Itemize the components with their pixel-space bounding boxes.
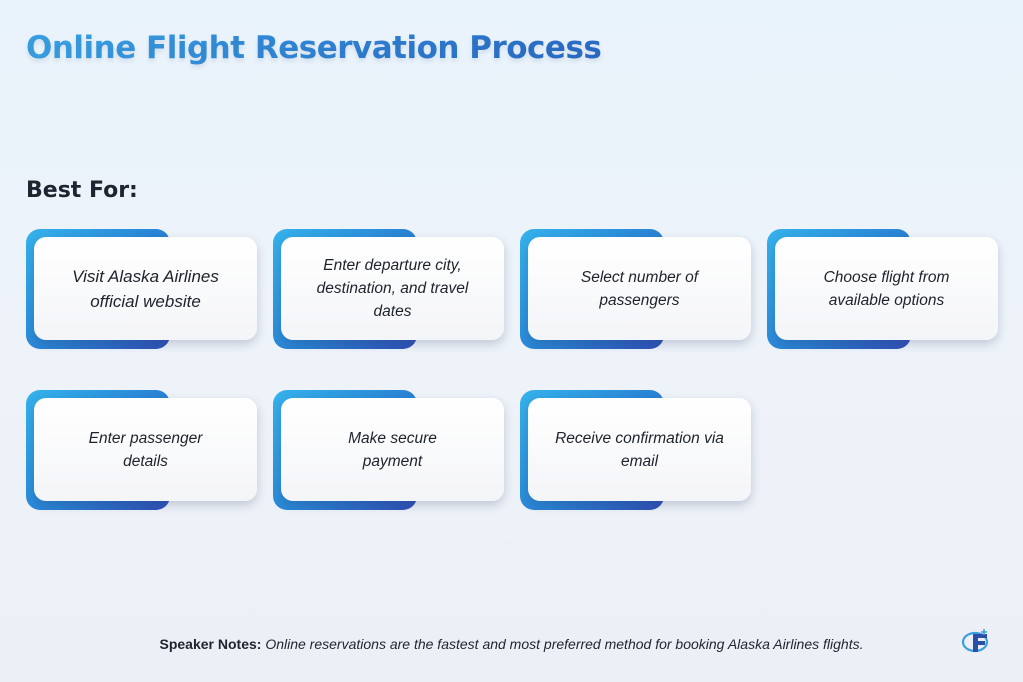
- card-face: Make secure payment: [281, 398, 504, 501]
- step-card: Receive confirmation via email: [520, 390, 751, 510]
- card-face: Visit Alaska Airlines official website: [34, 237, 257, 340]
- card-face: Receive confirmation via email: [528, 398, 751, 501]
- speaker-notes: Speaker Notes: Online reservations are t…: [0, 636, 1023, 652]
- step-text: Receive confirmation via email: [555, 429, 724, 470]
- card-face: Enter departure city, destination, and t…: [281, 237, 504, 340]
- step-text: Select number of passengers: [580, 268, 699, 309]
- section-heading: Best For:: [26, 178, 138, 203]
- card-face: Enter passenger details: [34, 398, 257, 501]
- step-card: Enter departure city, destination, and t…: [273, 229, 504, 349]
- step-card: Choose flight from available options: [767, 229, 998, 349]
- step-card: Enter passenger details: [26, 390, 257, 510]
- step-text: Enter passenger details: [88, 429, 203, 470]
- step-text: Choose flight from available options: [823, 268, 950, 309]
- card-face: Select number of passengers: [528, 237, 751, 340]
- step-card: Select number of passengers: [520, 229, 751, 349]
- step-text: Make secure payment: [348, 429, 437, 470]
- speaker-notes-text: Online reservations are the fastest and …: [265, 636, 864, 652]
- step-text: Enter departure city, destination, and t…: [316, 257, 469, 320]
- page-title: Online Flight Reservation Process: [26, 30, 602, 66]
- step-card: Make secure payment: [273, 390, 504, 510]
- step-text: Visit Alaska Airlines official website: [72, 266, 219, 311]
- speaker-notes-label: Speaker Notes:: [159, 636, 262, 652]
- card-face: Choose flight from available options: [775, 237, 998, 340]
- brand-logo-icon: [961, 629, 989, 653]
- step-card: Visit Alaska Airlines official website: [26, 229, 257, 349]
